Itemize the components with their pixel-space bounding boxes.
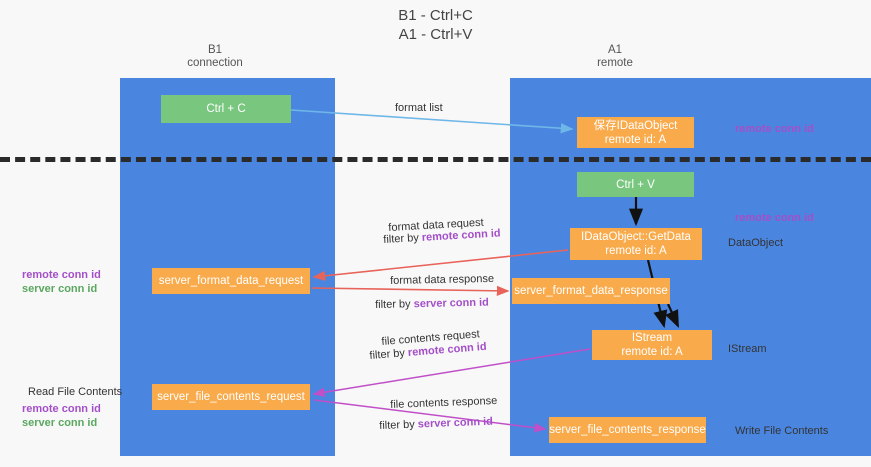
- node-ctrl-v[interactable]: Ctrl + V: [577, 172, 694, 197]
- edge-label-format-list: format list: [395, 102, 443, 114]
- edge-label-format-data-response: format data response: [390, 272, 495, 287]
- filter-key-server-conn-id: server conn id: [417, 415, 494, 431]
- annotation-remote-conn-id-top: remote conn id: [735, 123, 814, 135]
- annotation-read-file-contents: Read File Contents: [28, 386, 123, 398]
- annotation-remote-conn-id: remote conn id: [22, 403, 101, 415]
- filter-prefix: filter by: [375, 298, 414, 311]
- annotation-remote-conn-id-mid: remote conn id: [735, 212, 814, 224]
- node-idataobject-remote[interactable]: 保存IDataObject remote id: A: [577, 117, 694, 148]
- page-title: B1 - Ctrl+C A1 - Ctrl+V: [398, 7, 473, 43]
- filter-prefix: filter by: [383, 231, 423, 246]
- filter-prefix: filter by: [379, 418, 418, 432]
- edge-label-file-contents-response: file contents response: [390, 394, 498, 411]
- filter-key-remote-conn-id: remote conn id: [421, 227, 501, 244]
- column-header-a1: A1 remote: [597, 44, 633, 69]
- annotation-write-file-contents: Write File Contents: [735, 425, 829, 437]
- annotation-istream: IStream: [728, 343, 767, 355]
- edge-label-format-data-response-filter: filter by server conn id: [375, 296, 489, 313]
- annotation-server-conn-id: server conn id: [22, 283, 98, 295]
- section-divider: [0, 157, 871, 162]
- annotation-left-conn-ids-bottom: remote conn id server conn id: [22, 402, 101, 430]
- filter-key-server-conn-id: server conn id: [413, 296, 489, 311]
- node-server-format-data-request[interactable]: server_format_data_request: [152, 268, 310, 294]
- column-header-b1: B1 connection: [187, 44, 243, 69]
- filter-prefix: filter by: [369, 346, 409, 362]
- node-idataobject-getdata[interactable]: IDataObject::GetData remote id: A: [570, 228, 702, 260]
- node-istream[interactable]: IStream remote id: A: [592, 330, 712, 360]
- annotation-remote-conn-id: remote conn id: [22, 269, 101, 281]
- node-server-file-contents-request[interactable]: server_file_contents_request: [152, 384, 310, 410]
- annotation-server-conn-id: server conn id: [22, 417, 98, 429]
- edge-label-file-contents-response-filter: filter by server conn id: [379, 415, 493, 434]
- node-server-file-contents-response[interactable]: server_file_contents_response: [549, 417, 706, 443]
- annotation-left-conn-ids-top: remote conn id server conn id: [22, 268, 101, 296]
- node-ctrl-c[interactable]: Ctrl + C: [161, 95, 291, 123]
- annotation-data-object: DataObject: [728, 237, 784, 249]
- node-server-format-data-response[interactable]: server_format_data_response: [512, 278, 670, 304]
